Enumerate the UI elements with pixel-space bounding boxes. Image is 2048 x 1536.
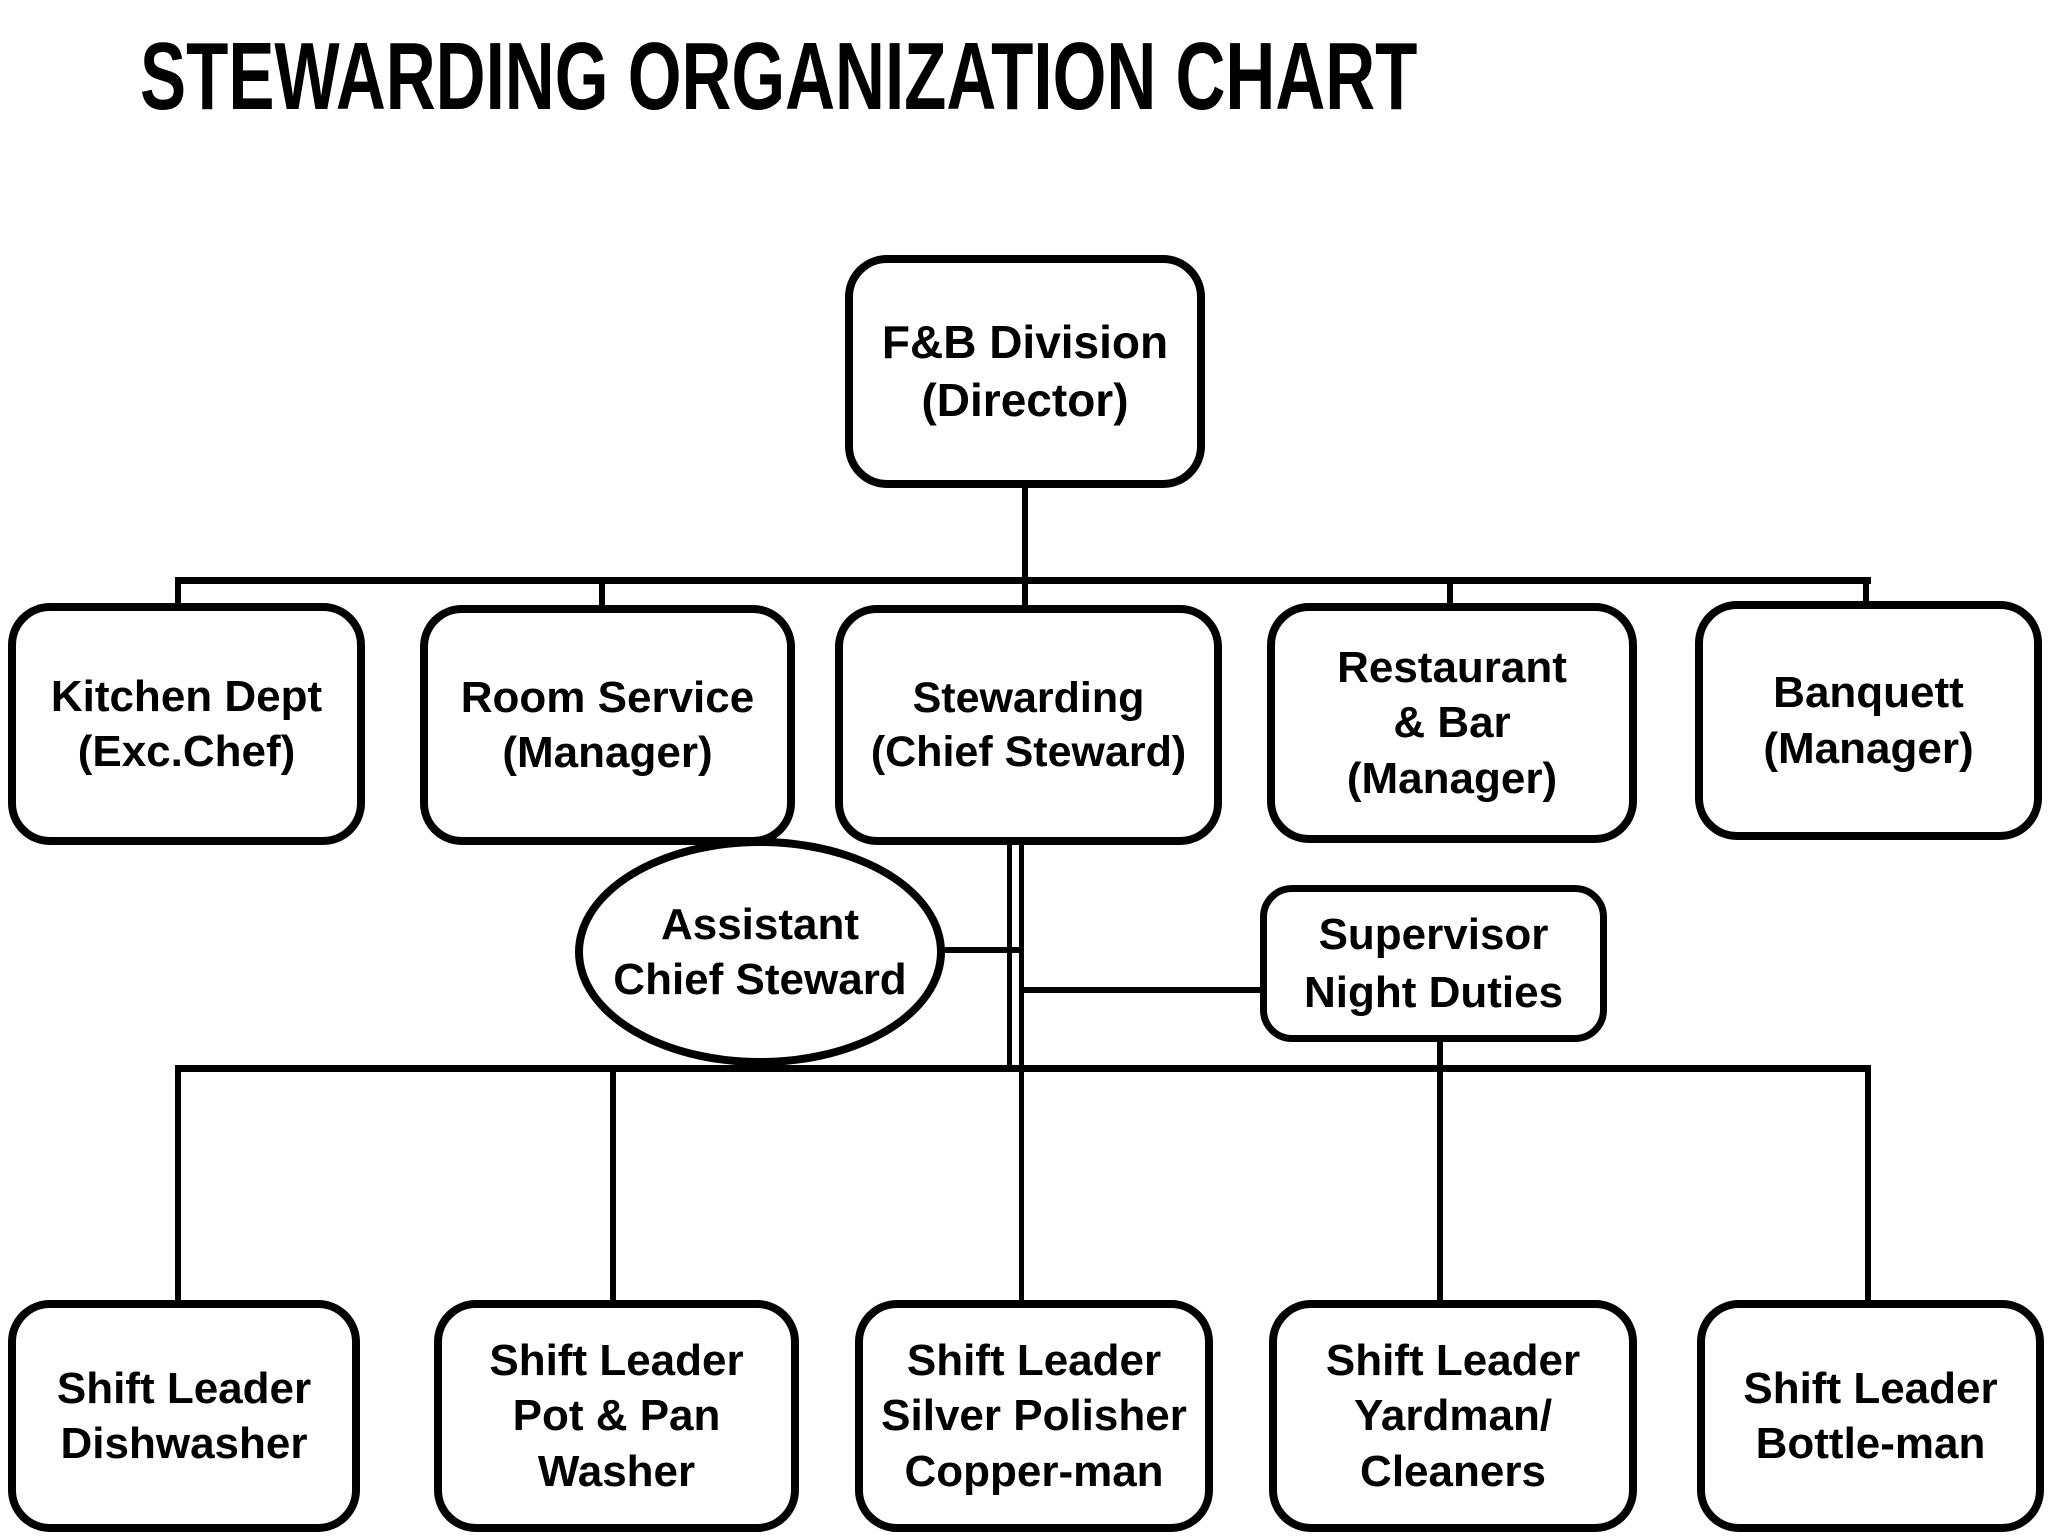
node-label-line: Shift Leader bbox=[1743, 1363, 1998, 1413]
node-label-line: Chief Steward bbox=[613, 955, 907, 1004]
connector-drop-dishwasher bbox=[175, 1065, 181, 1306]
node-room-service: Room Service (Manager) bbox=[420, 605, 795, 845]
connector-drop-kitchen bbox=[175, 577, 181, 612]
node-label-line: Cleaners bbox=[1360, 1446, 1546, 1496]
node-label-line: (Chief Steward) bbox=[870, 728, 1187, 776]
node-label-line: Washer bbox=[537, 1446, 696, 1496]
connector-drop-pot-pan-washer bbox=[610, 1065, 616, 1306]
node-label-line: & Bar bbox=[1393, 698, 1511, 748]
node-label-line: F&B Division bbox=[881, 315, 1169, 368]
connector-row2-distribution-line bbox=[175, 577, 1871, 584]
node-label-line: (Exc.Chef) bbox=[77, 727, 296, 776]
node-restaurant-bar: Restaurant & Bar (Manager) bbox=[1267, 603, 1637, 843]
connector-supervisor-to-yardman bbox=[1437, 1038, 1443, 1306]
node-banquett-manager: Banquett (Manager) bbox=[1695, 601, 2042, 840]
node-label-line: Banquett bbox=[1773, 668, 1964, 718]
chart-title: STEWARDING ORGANIZATION CHART bbox=[140, 23, 1418, 130]
node-label-line: Pot & Pan bbox=[512, 1391, 721, 1441]
node-label-line: Shift Leader bbox=[489, 1335, 744, 1385]
node-label-line: Silver Polisher bbox=[881, 1391, 1187, 1441]
node-label-line: Shift Leader bbox=[56, 1363, 312, 1413]
node-label-line: Stewarding bbox=[912, 673, 1145, 722]
node-label-line: Assistant bbox=[660, 899, 860, 949]
node-label-line: (Manager) bbox=[1346, 753, 1558, 803]
node-fnb-division-director: F&B Division (Director) bbox=[845, 255, 1205, 488]
node-shift-leader-dishwasher: Shift Leader Dishwasher bbox=[8, 1300, 360, 1532]
node-assistant-chief-steward: Assistant Chief Steward bbox=[575, 838, 945, 1066]
node-stewarding-chief-steward: Stewarding (Chief Steward) bbox=[835, 605, 1222, 845]
node-label-line: Night Duties bbox=[1303, 967, 1564, 1017]
connector-drop-banquett bbox=[1863, 577, 1869, 609]
connector-supervisor-night-duties bbox=[1021, 987, 1266, 993]
connector-drop-bottle-man bbox=[1865, 1065, 1871, 1306]
node-supervisor-night-duties: Supervisor Night Duties bbox=[1260, 885, 1607, 1042]
node-shift-leader-silver-polisher: Shift Leader Silver Polisher Copper-man bbox=[855, 1300, 1213, 1532]
connector-drop-room-service bbox=[599, 577, 605, 613]
node-label-line: Shift Leader bbox=[906, 1335, 1162, 1385]
node-label-line: Kitchen Dept bbox=[50, 671, 323, 721]
node-label-line: Yardman/ bbox=[1353, 1391, 1553, 1441]
node-label-line: Bottle-man bbox=[1755, 1419, 1986, 1468]
connector-stewarding-double-line-left bbox=[1007, 840, 1012, 1071]
node-label-line: Copper-man bbox=[904, 1446, 1164, 1496]
connector-stewarding-double-line-right bbox=[1019, 840, 1024, 1306]
node-label-line: (Director) bbox=[921, 373, 1129, 426]
node-shift-leader-yardman-cleaners: Shift Leader Yardman/ Cleaners bbox=[1269, 1300, 1637, 1532]
connector-fnb-to-row2 bbox=[1022, 484, 1028, 612]
node-shift-leader-pot-pan-washer: Shift Leader Pot & Pan Washer bbox=[434, 1300, 799, 1532]
node-label-line: (Manager) bbox=[502, 728, 713, 777]
node-label-line: Shift Leader bbox=[1325, 1335, 1581, 1385]
connector-assistant-chief-steward bbox=[920, 947, 1024, 953]
connector-row4-distribution-line bbox=[175, 1065, 1871, 1072]
node-label-line: Restaurant bbox=[1337, 642, 1567, 692]
node-label-line: Supervisor bbox=[1318, 910, 1549, 960]
connector-drop-restaurant-bar bbox=[1447, 577, 1453, 611]
node-label-line: Dishwasher bbox=[60, 1419, 308, 1468]
node-label-line: Room Service bbox=[460, 672, 755, 722]
node-label-line: (Manager) bbox=[1763, 723, 1974, 773]
node-kitchen-dept: Kitchen Dept (Exc.Chef) bbox=[8, 603, 365, 845]
node-shift-leader-bottle-man: Shift Leader Bottle-man bbox=[1697, 1300, 2044, 1532]
